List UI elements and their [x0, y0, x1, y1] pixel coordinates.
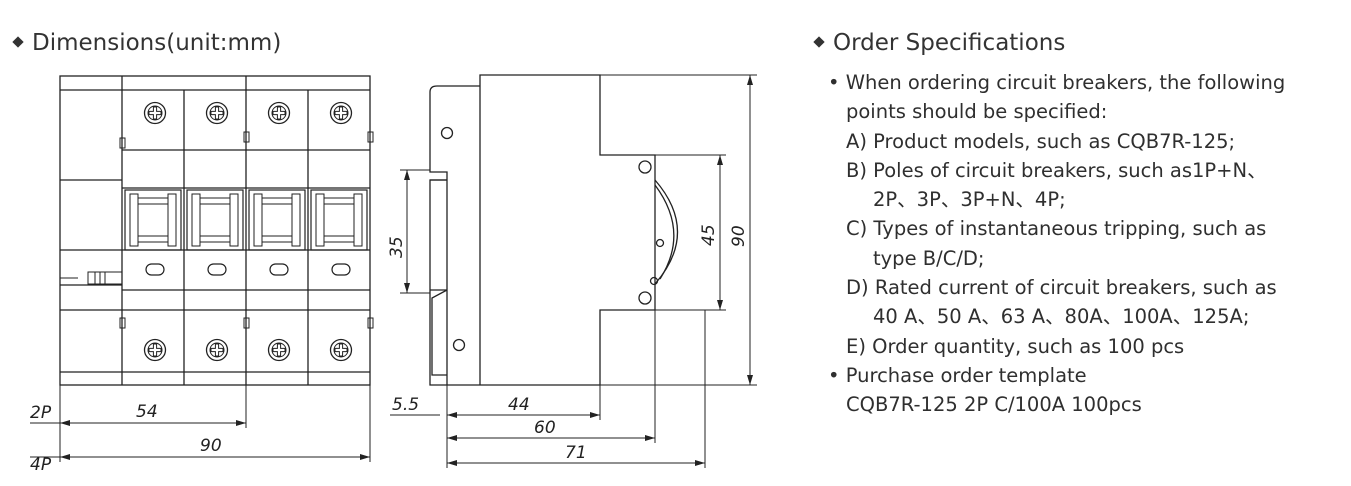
width-2p-label: 54	[136, 402, 158, 422]
rail-height-label: 35	[387, 236, 407, 258]
order-title-text: Order Specifications	[833, 30, 1066, 56]
spec-line: 2P、3P、3P+N、4P;	[873, 188, 1066, 212]
spec-line: 40 A、50 A、63 A、80A、100A、125A;	[873, 305, 1250, 329]
dimensions-title-text: Dimensions(unit:mm)	[32, 30, 282, 56]
side-view-dimensions	[390, 74, 757, 468]
spec-line: CQB7R-125 2P C/100A 100pcs	[846, 393, 1142, 417]
front-view-dimensions	[30, 385, 371, 462]
depth-44-label: 44	[508, 395, 530, 415]
dimensions-title: Dimensions(unit:mm)	[12, 30, 282, 56]
depth-60-label: 60	[534, 418, 556, 438]
spec-line: • Purchase order template	[828, 363, 1087, 387]
width-4p-label: 90	[200, 436, 222, 456]
depth-71-label: 71	[565, 443, 587, 463]
order-specifications-list: • When ordering circuit breakers, the fo…	[828, 68, 1348, 420]
spec-line: E) Order quantity, such as 100 pcs	[846, 334, 1185, 358]
pole-2p-label: 2P	[30, 403, 52, 423]
spec-line: type B/C/D;	[873, 246, 985, 270]
spec-line: C) Types of instantaneous tripping, such…	[846, 217, 1267, 241]
order-specifications-title: Order Specifications	[813, 30, 1066, 56]
diamond-bullet-icon	[813, 35, 825, 48]
spec-line: points should be specified:	[846, 100, 1108, 124]
offset-label: 5.5	[392, 395, 419, 415]
spec-line: • When ordering circuit breakers, the fo…	[828, 71, 1286, 94]
front-view	[59, 75, 374, 386]
total-height-label: 90	[729, 225, 749, 247]
side-view	[429, 74, 679, 386]
spec-line: B) Poles of circuit breakers, such as1P+…	[846, 158, 1267, 182]
inner-height-label: 45	[699, 224, 719, 246]
spec-line: D) Rated current of circuit breakers, su…	[846, 276, 1277, 300]
dimension-drawing: 2P 4P 54 90	[30, 74, 757, 475]
spec-line: A) Product models, such as CQB7R-125;	[846, 129, 1236, 153]
pole-4p-label: 4P	[30, 455, 52, 475]
